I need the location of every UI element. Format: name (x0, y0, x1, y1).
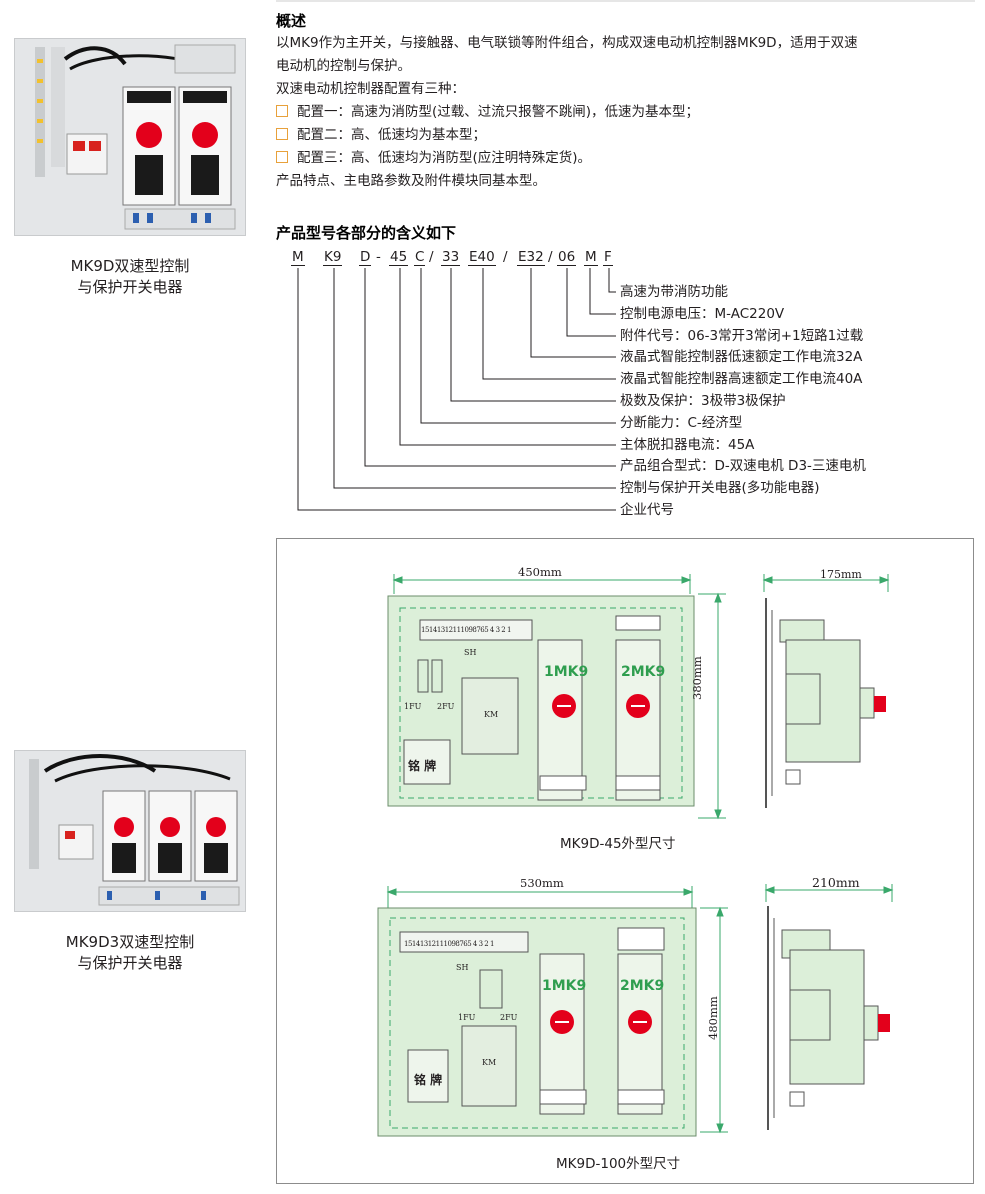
unit-label-2mk9: 2MK9 (621, 664, 666, 680)
fuse-label-1: 1FU (458, 1013, 476, 1022)
top-rule (276, 0, 975, 2)
code-part: C (414, 249, 426, 266)
model-meaning: 极数及保护：3极带3极保护 (620, 393, 786, 409)
checkbox-icon (276, 128, 288, 140)
unit-label-1mk9: 1MK9 (542, 978, 587, 994)
caption-line: 与保护开关电器 (77, 954, 183, 972)
model-meaning: 分断能力：C-经济型 (620, 415, 743, 431)
config-text: 配置二：高、低速均为基本型； (297, 127, 486, 143)
caption-line: MK9D双速型控制 (70, 257, 190, 275)
model-code-part-F: F (603, 249, 613, 266)
model-code-part-M: M (291, 249, 305, 266)
sh-label: SH (456, 963, 469, 972)
fuse-label-2: 2FU (437, 702, 455, 711)
code-part: 06 (557, 249, 577, 266)
code-part: 33 (441, 249, 461, 266)
code-part: E40 (468, 249, 496, 266)
terminal-numbers: 15141312111098765 4 3 2 1 (421, 626, 511, 634)
terminal-numbers: 15141312111098765 4 3 2 1 (404, 940, 494, 948)
nameplate-label: 铭 牌 (414, 1073, 443, 1087)
config-item: 配置二：高、低速均为基本型； (276, 124, 858, 147)
checkbox-icon (276, 151, 288, 163)
checkbox-icon (276, 105, 288, 117)
model-code-part-06: 06 (557, 249, 577, 266)
model-meaning: 附件代号：06-3常开3常闭+1短路1过载 (620, 328, 864, 344)
model-code-sep: / (429, 249, 434, 265)
model-code-leader-lines (297, 268, 616, 511)
caption-line: MK9D3双速型控制 (65, 933, 195, 951)
caption-line: 与保护开关电器 (77, 278, 183, 296)
width-dimension-label: 450mm (518, 565, 562, 579)
model-meaning: 液晶式智能控制器低速额定工作电流32A (620, 349, 863, 365)
model-code-heading: 产品型号各部分的含义如下 (276, 224, 457, 242)
overview-line: 双速电动机控制器配置有三种： (276, 81, 465, 97)
model-meaning: 高速为带消防功能 (620, 284, 728, 300)
model-code-part-E32: E32 (517, 249, 545, 266)
drawing-caption-45: MK9D-45外型尺寸 (560, 836, 676, 852)
model-code-part-K9: K9 (323, 249, 343, 266)
model-code-part-33: 33 (441, 249, 461, 266)
drawing-front-45 (387, 574, 726, 820)
unit-label-1mk9: 1MK9 (544, 664, 589, 680)
overview-heading: 概述 (276, 12, 307, 30)
overview-line: 电动机的控制与保护。 (276, 58, 411, 74)
km-label: KM (484, 710, 499, 719)
config-text: 配置一：高速为消防型(过载、过流只报警不跳闸)，低速为基本型； (297, 104, 700, 120)
fuse-label-2: 2FU (500, 1013, 518, 1022)
model-code-sep: - (376, 249, 381, 265)
km-label: KM (482, 1058, 497, 1067)
model-code-part-C: C (414, 249, 426, 266)
sh-label: SH (464, 648, 477, 657)
width-dimension-label: 530mm (520, 876, 564, 890)
product-photo-mk9d (14, 38, 246, 236)
unit-label-2mk9: 2MK9 (620, 978, 665, 994)
drawing-front-100 (377, 886, 728, 1137)
fuse-label-1: 1FU (404, 702, 422, 711)
config-text: 配置三：高、低速均为消防型(应注明特殊定货)。 (297, 150, 592, 166)
overview-line: 以MK9作为主开关，与接触器、电气联锁等附件组合，构成双速电动机控制器MK9D，… (276, 35, 858, 51)
model-meaning: 企业代号 (620, 502, 674, 518)
dimension-drawings-frame (276, 538, 974, 1184)
drawing-caption-100: MK9D-100外型尺寸 (556, 1156, 681, 1172)
nameplate-label: 铭 牌 (408, 759, 437, 773)
code-part: D (359, 249, 372, 266)
overview-line: 产品特点、主电路参数及附件模块同基本型。 (276, 173, 546, 189)
model-code-part-M2: M (584, 249, 598, 266)
code-part: 45 (389, 249, 409, 266)
depth-dimension-label: 175mm (820, 568, 862, 581)
model-code-part-E40: E40 (468, 249, 496, 266)
height-dimension-label: 380mm (690, 656, 704, 700)
drawing-side-45 (762, 574, 890, 808)
model-code-part-45: 45 (389, 249, 409, 266)
code-part: E32 (517, 249, 545, 266)
model-meaning: 控制与保护开关电器(多功能电器) (620, 480, 820, 496)
model-code-sep: / (503, 249, 508, 265)
model-meaning: 控制电源电压：M-AC220V (620, 306, 785, 322)
product-caption-mk9d3: MK9D3双速型控制 与保护开关电器 (30, 932, 230, 974)
height-dimension-label: 480mm (706, 996, 720, 1040)
code-part: K9 (323, 249, 343, 266)
depth-dimension-label: 210mm (812, 875, 860, 890)
model-code-sep: / (548, 249, 553, 265)
code-part: M (584, 249, 598, 266)
config-item: 配置三：高、低速均为消防型(应注明特殊定货)。 (276, 147, 858, 170)
overview-body: 以MK9作为主开关，与接触器、电气联锁等附件组合，构成双速电动机控制器MK9D，… (276, 32, 858, 193)
drawing-side-100 (764, 884, 894, 1130)
code-part: M (291, 249, 305, 266)
code-part: F (603, 249, 613, 266)
model-meaning: 产品组合型式：D-双速电机 D3-三速电机 (620, 458, 866, 474)
product-caption-mk9d: MK9D双速型控制 与保护开关电器 (30, 256, 230, 298)
model-meaning: 主体脱扣器电流：45A (620, 437, 755, 453)
config-item: 配置一：高速为消防型(过载、过流只报警不跳闸)，低速为基本型； (276, 101, 858, 124)
product-photo-mk9d3 (14, 750, 246, 912)
model-code-part-D: D (359, 249, 372, 266)
model-meaning: 液晶式智能控制器高速额定工作电流40A (620, 371, 863, 387)
